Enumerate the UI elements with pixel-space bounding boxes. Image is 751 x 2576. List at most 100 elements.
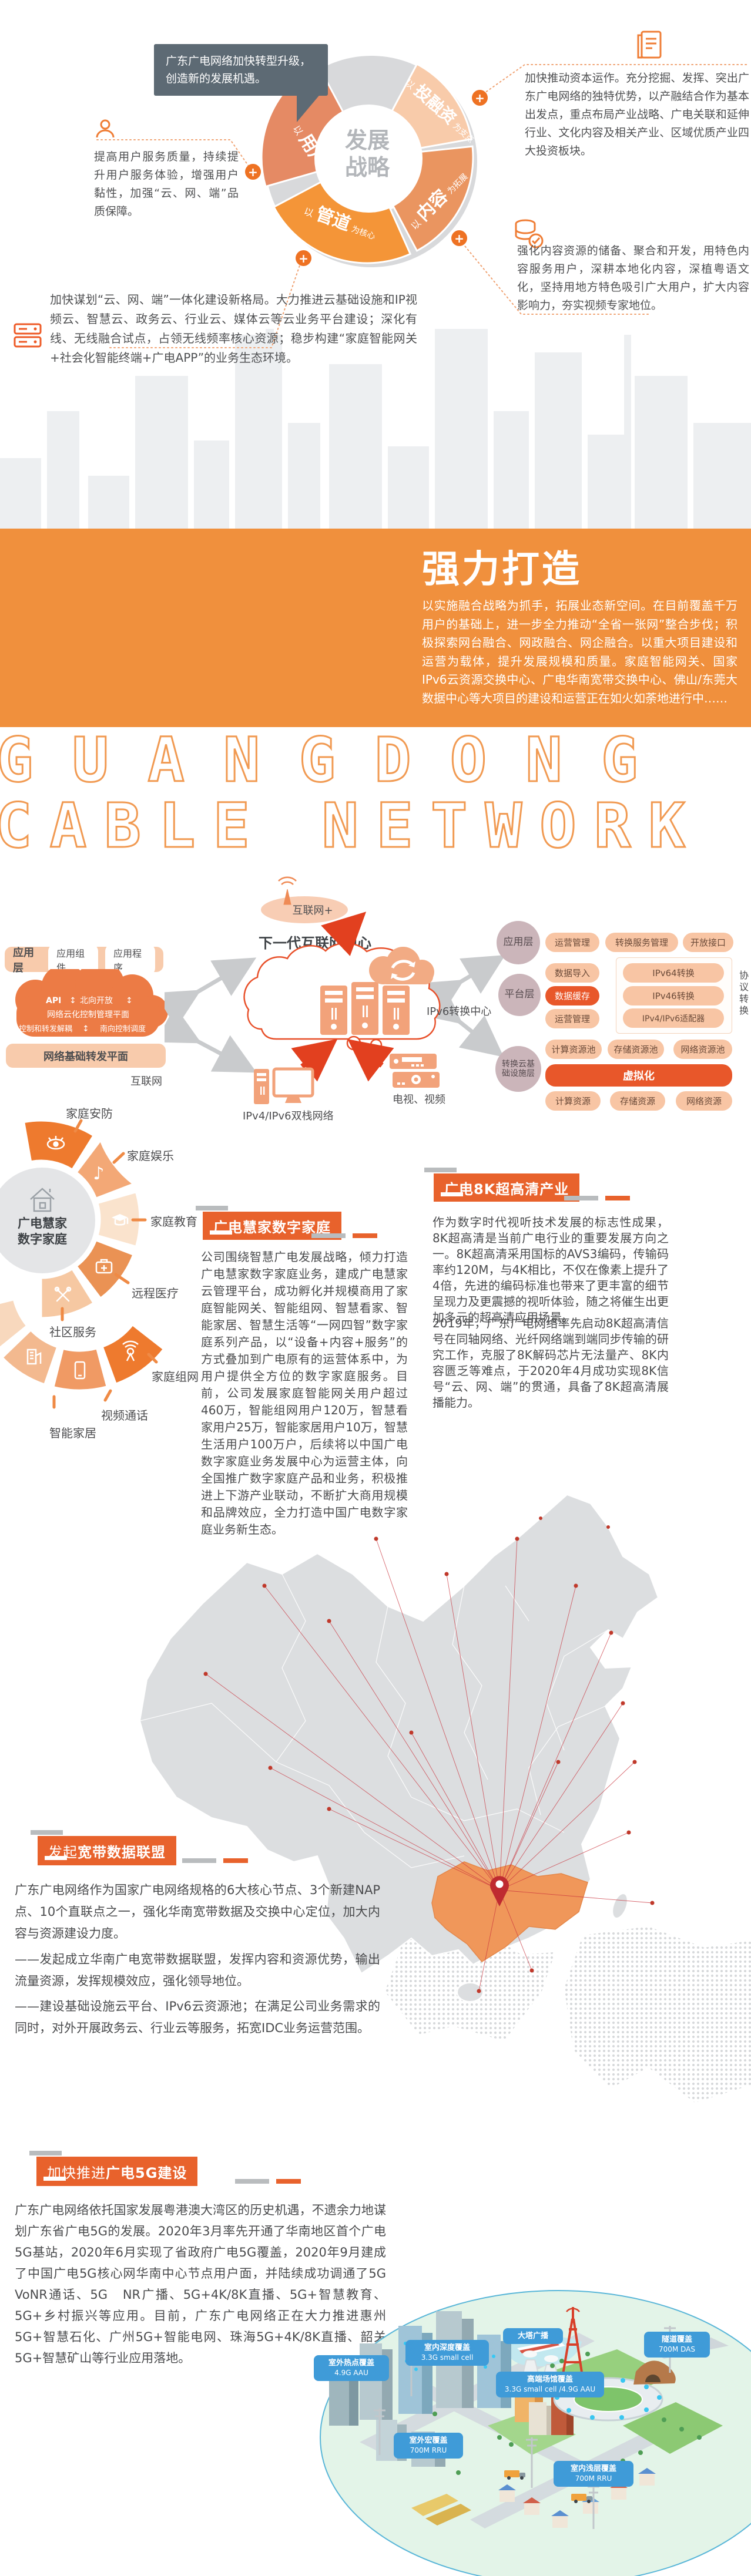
uhd8k-title-box: 广电8K超高清产业 xyxy=(434,1173,580,1202)
china-map xyxy=(139,1494,659,2002)
pill-ops-mgmt: 运营管理 xyxy=(545,933,599,952)
dual-stack-computer-icon xyxy=(254,1067,314,1104)
decor-bar xyxy=(31,1830,63,1835)
segment-videocall xyxy=(52,1347,108,1391)
decouple-label: 控制和转发解耦 xyxy=(19,1024,72,1034)
g5-title-bold: 广电5G建设 xyxy=(106,2164,187,2181)
internet-plus-label: 互联网+ xyxy=(292,904,333,917)
label-community-service: 社区服务 xyxy=(49,1325,96,1339)
pill-data-import: 数据导入 xyxy=(545,963,599,983)
dual-stack-label: IPv4/IPv6双栈网络 xyxy=(243,1110,334,1122)
decor-bar xyxy=(223,1858,248,1863)
pill-ipv46: IPv46转换 xyxy=(623,986,724,1005)
wordmark: GUANGDONG CABLE NETWORK xyxy=(0,727,751,862)
label-home-networking: 家庭组网 xyxy=(152,1370,199,1384)
strategy-donut: 发展 战略 以 用户 为根本 以 投融资 为支点 以 内容 为拓展 以 管道 为… xyxy=(260,56,477,267)
graduation-icon xyxy=(112,1214,129,1226)
phone-icon xyxy=(74,1361,86,1380)
north-open-label: 北向开放 xyxy=(80,996,113,1005)
antenna-icon xyxy=(278,876,297,905)
circle-platform-layer: 平台层 xyxy=(498,974,541,1016)
decor-bar xyxy=(353,1233,377,1238)
province-borders xyxy=(139,1573,609,1868)
coverage-label-tower-broadcast: 大塔广播 xyxy=(503,2328,563,2344)
intro-text: 广东广电网络加快转型升级，创造新的发展机遇。 xyxy=(166,55,311,85)
ring-center-line1: 广电慧家 xyxy=(18,1216,68,1230)
control-cloud: API ↕ 北向开放 ↕ 网络云化控制管理平面 控制和转发解耦 ↕ 南向控制调度 xyxy=(15,969,168,1037)
hainan-island xyxy=(457,1982,484,2002)
decor-bar xyxy=(276,2179,301,2184)
alliance-p2: ——发起成立华南广电宽带数据联盟，发挥内容和资源优势，输出流量资源，发挥规模效应… xyxy=(15,1952,380,1988)
leader-lines xyxy=(96,64,748,348)
segment-extra xyxy=(0,1298,28,1349)
medkit-icon xyxy=(95,1259,113,1274)
decor-bar xyxy=(235,2179,269,2184)
pill-network-pool: 网络资源池 xyxy=(673,1040,732,1059)
app-layer-label: 应用层 xyxy=(13,946,34,974)
pill-storage-pool: 存储资源池 xyxy=(608,1040,664,1059)
tv-video-devices-icon xyxy=(390,1054,440,1088)
decor-bar xyxy=(424,1168,457,1172)
segment-networking xyxy=(101,1323,165,1385)
music-icon: ♪ xyxy=(93,1163,104,1184)
server-rack-icons xyxy=(320,982,410,1035)
uhd8k-title: 广电8K超高清产业 xyxy=(444,1181,569,1198)
decor-bar xyxy=(605,1196,630,1200)
alliance-p1: 广东广电网络作为国家广电网络规格的6大核心节点、3个新建NAP点、10个直联点之… xyxy=(15,1883,380,1941)
speech-bubble-tail xyxy=(297,86,327,122)
smart-home-ring: 广电慧家 数字家庭 ♪ xyxy=(0,1119,165,1409)
coins-check-icon xyxy=(515,219,544,248)
farm-fields xyxy=(411,2494,471,2525)
label-home-education: 家庭教育 xyxy=(150,1215,197,1229)
smart-home-title: 广电慧家数字家庭 xyxy=(213,1219,331,1236)
label-ticks xyxy=(52,1119,158,1409)
pill-ipv64: IPv64转换 xyxy=(623,963,724,983)
decor-bar xyxy=(45,1856,67,1860)
label-smart-home: 智能家居 xyxy=(49,1426,96,1440)
banner-title: 强力打造 xyxy=(422,548,582,591)
decor-bar xyxy=(564,1196,598,1200)
decor-bar xyxy=(182,1858,216,1863)
server-icon xyxy=(14,323,42,348)
city-skyline-silhouette xyxy=(0,329,751,529)
virtualization-bar: 虚拟化 xyxy=(545,1064,732,1087)
decor-bar xyxy=(210,1230,232,1235)
label-video-call: 视频通话 xyxy=(101,1408,148,1422)
decor-bar xyxy=(311,1233,346,1238)
banner-section: 强力打造 以实施融合战略为抓手，拓展业态新空间。在目前覆盖千万用户的基础上，进一… xyxy=(0,529,751,727)
strategy-center-line1: 发展 xyxy=(345,127,390,153)
protocol-label: 协议转换 xyxy=(737,970,749,1017)
segment-smarthome xyxy=(1,1329,59,1386)
ring-center-circle xyxy=(0,1168,95,1273)
note-pipeline: 加快谋划“云、网、端”一体化建设新格局。大力推进云基础设施和IP视频云、智慧云、… xyxy=(50,292,417,365)
decor-bar xyxy=(29,2151,62,2155)
plus-icon-content: + xyxy=(451,230,467,246)
decor-bar xyxy=(441,1192,463,1196)
cloud-plane-label: 网络云化控制管理平面 xyxy=(47,1010,129,1020)
trucks xyxy=(504,2470,592,2503)
south-ctrl-label: 南向控制调度 xyxy=(100,1024,146,1034)
plus-icon-pipeline: + xyxy=(296,250,311,266)
segment-medical xyxy=(75,1239,135,1300)
pill-adapter: IPv4/IPv6适配器 xyxy=(623,1008,724,1028)
building-icon xyxy=(26,1348,42,1365)
gray-arrows xyxy=(165,954,506,1073)
plus-icon-user: + xyxy=(245,164,261,180)
pill-data-cache: 数据缓存 xyxy=(545,986,599,1005)
uhd8k-p1: 作为数字时代视听技术发展的标志性成果，8K超高清是当前广电行业的重要发展方向之一… xyxy=(433,1215,669,1324)
network-links xyxy=(205,1538,653,1992)
guangdong-region xyxy=(431,1861,588,1962)
china-outline xyxy=(139,1494,659,1975)
decor-bar xyxy=(43,2177,66,2181)
note-content: 强化内容资源的储备、聚合和开发，用特色内容服务用户，深耕本地化内容，深植粤语文化… xyxy=(517,244,749,312)
strategy-center-line2: 战略 xyxy=(345,154,390,180)
label-pipeline: 以 管道 为核心 xyxy=(301,200,379,245)
smart-home-body: 公司围绕智慧广电发展战略，倾力打造广电慧家数字家庭业务，建成广电慧家云管理平台，… xyxy=(201,1250,408,1536)
